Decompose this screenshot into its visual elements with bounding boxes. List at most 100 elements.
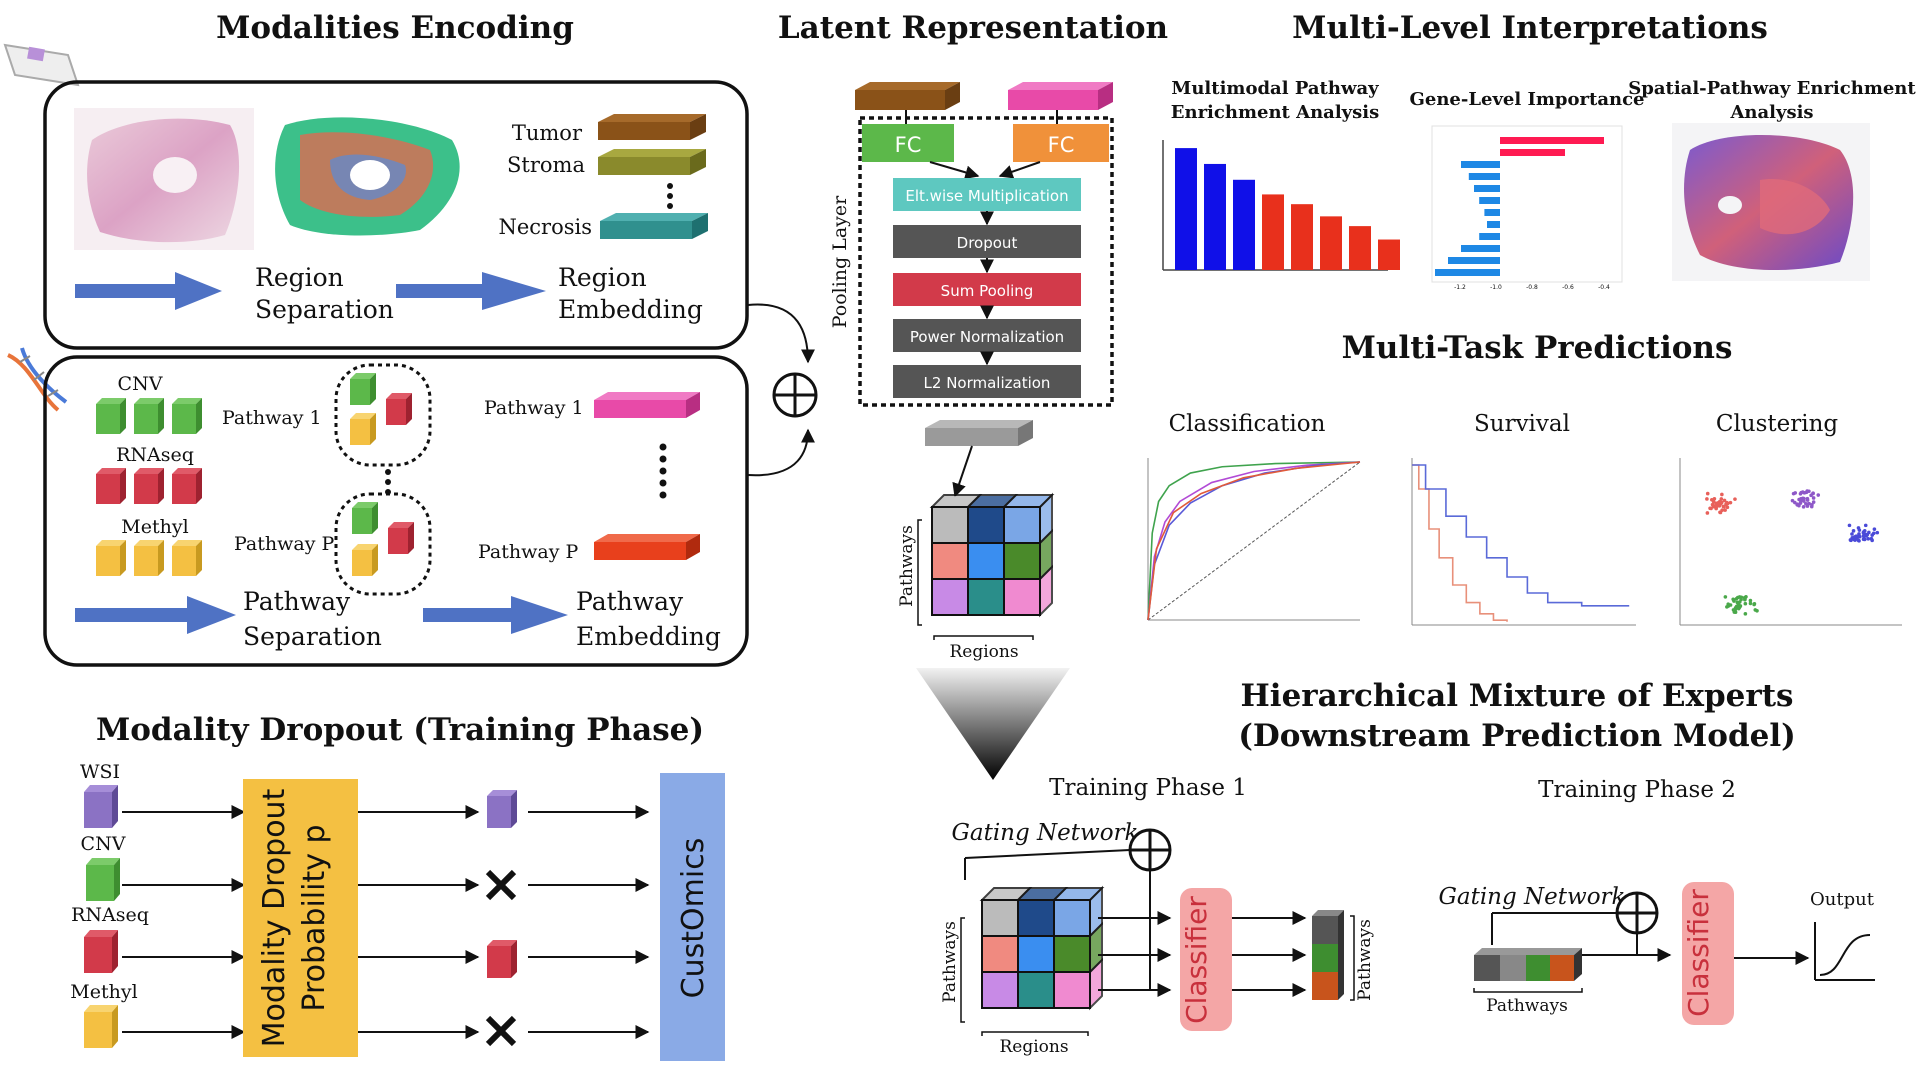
enrichment-bar [1204,163,1226,270]
modality-dropout-label-2: Probability p [297,824,332,1011]
power-norm-box [893,319,1081,352]
enrichment-bar [1175,148,1197,270]
enrichment-bar [1233,179,1255,270]
latent-cube [929,492,1055,618]
pathway-1-left-label: Pathway 1 [222,407,322,429]
cluster-point [1714,501,1718,506]
cluster-point [1755,609,1759,613]
methyl-cubes [96,540,202,576]
cluster-point [1705,491,1710,496]
cube-cell [1003,506,1041,544]
elt-wise-label: Elt.wise Multiplication [905,187,1068,205]
cluster-point [1805,502,1810,506]
phase2-embedding-stack [1474,948,1582,981]
gene-tick-label: -0.8 [1526,284,1538,291]
cluster-point [1798,501,1803,505]
cluster-point [1718,510,1723,515]
cluster-point [1721,504,1726,509]
moe-output-stack [1312,910,1344,1000]
moe-output-pathways-label: Pathways [1355,919,1375,1001]
gene-importance-bar [1468,173,1500,180]
dropout-label: Dropout [957,234,1018,252]
spatial-pathway-title-1: Spatial-Pathway Enrichment [1628,78,1916,99]
gene-importance-bar [1461,245,1500,252]
cluster-point [1791,491,1796,496]
output-label: Output [1810,889,1875,910]
methyl-label: Methyl [121,516,188,538]
kept-rnaseq-cube [487,940,517,978]
gene-importance-bar [1479,233,1500,240]
stroma-label: Stroma [507,153,585,177]
fc-left-label: FC [895,133,922,157]
cluster-point [1851,529,1856,533]
gene-importance-bar [1474,185,1500,192]
cube-cell [1053,899,1091,937]
cluster-point [1726,602,1731,607]
custom-omics-box [660,773,725,1061]
power-norm-label: Power Normalization [910,328,1064,346]
spatial-enrichment-image [1672,123,1870,281]
dropout-cnv-label: CNV [81,833,126,855]
cube-cell [1053,971,1091,1009]
elt-wise-box [893,178,1081,211]
enrichment-bar [1262,194,1284,270]
pathway-separation-label-1: Pathway [243,587,351,616]
necrosis-label: Necrosis [498,215,592,239]
custom-omics-label: CustOmics [676,838,711,999]
cluster-point [1865,532,1870,537]
pathway-1-group [334,363,432,467]
classification-label: Classification [1169,411,1326,437]
cluster-point [1732,599,1736,603]
roc-lines [1147,461,1361,621]
sigmoid-output-icon [1814,922,1875,981]
arrow-pathway-embedding [423,596,568,634]
cluster-point [1733,497,1737,501]
cluster-point [1809,504,1814,509]
pathway-embedding-label-1: Pathway [576,587,684,616]
cluster-point [1743,601,1748,606]
fusion-oplus-icon [772,372,818,418]
dropout-box [893,225,1081,258]
latent-cube-grid [929,492,1055,618]
enrichment-bars [1175,148,1400,270]
cluster-point [1723,508,1727,512]
gene-importance-bar [1461,161,1500,168]
predictions-section: Multi-Task Predictions Classification Su… [1130,330,1905,635]
gene-importance-bar [1500,149,1565,156]
cluster-point [1705,497,1709,501]
survival-curve [1412,464,1630,607]
cube-side-cell [1089,957,1103,1011]
cluster-point [1805,498,1810,502]
latent-input-bar-pink [1008,82,1113,110]
cluster-point [1870,538,1874,543]
pathway-p-right-label: Pathway P [478,541,578,563]
pathway-embedding-label-2: Embedding [576,622,721,651]
cluster-point [1802,496,1806,501]
pathway-separation-label-2: Separation [243,622,382,651]
region-separation-label-1: Region [255,263,344,292]
cluster-point [1811,496,1816,500]
gating-network-label-2: Gating Network [1439,884,1626,910]
roc-curve [1147,461,1361,621]
roc-diagonal [1147,461,1361,621]
roc-curve [1147,461,1361,621]
cube-cell [931,578,969,616]
moe-pathways-label: Pathways [940,921,960,1003]
enrichment-bar [1378,239,1400,270]
cube-side-cell [1039,564,1053,618]
cube-cell [981,899,1019,937]
cluster-point [1734,596,1739,601]
gene-importance-bar [1435,269,1500,276]
cube-cell [1017,971,1055,1009]
region-separation-label-2: Separation [255,295,394,324]
enrichment-bar [1320,216,1342,270]
clustering-plot [1665,450,1905,635]
dropout-cnv-cube [86,858,120,901]
rnaseq-label: RNAseq [116,444,194,466]
latent-regions-label: Regions [949,642,1018,662]
cluster-point [1725,501,1730,506]
cluster-point [1807,489,1811,494]
classifier-box-1 [1180,888,1232,1031]
dropout-title: Modality Dropout (Training Phase) [96,712,704,748]
